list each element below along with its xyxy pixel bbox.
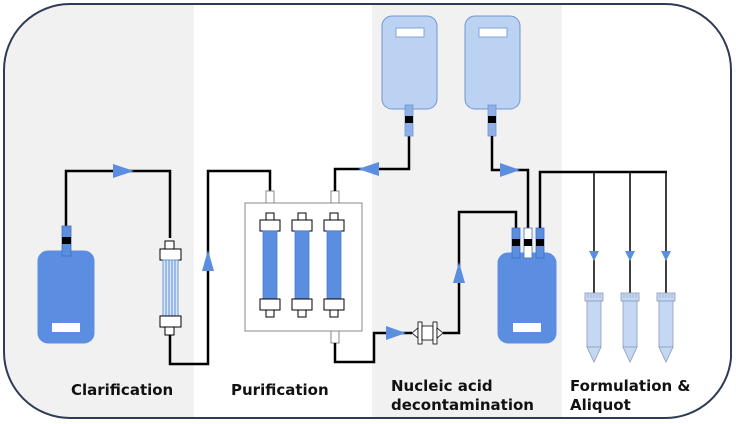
depth-filter-cartridge bbox=[159, 240, 182, 336]
flow-arrow-icon bbox=[625, 251, 635, 261]
flow-arrow-icon bbox=[202, 250, 214, 271]
collection-bag bbox=[497, 227, 557, 344]
flow-arrow-icon bbox=[386, 326, 406, 340]
flow-arrow-icon bbox=[358, 162, 379, 176]
chromatography-column bbox=[323, 212, 345, 318]
frame-border bbox=[3, 3, 732, 420]
aliquot-tube bbox=[584, 172, 604, 363]
aliquot-tube bbox=[620, 172, 640, 363]
tube-tip bbox=[586, 346, 602, 363]
chromatography-column bbox=[291, 212, 313, 318]
flow-arrow-icon bbox=[113, 164, 134, 178]
tube-body bbox=[586, 300, 602, 348]
flow-arrow-icon bbox=[661, 251, 671, 261]
flow-arrow-icon bbox=[500, 163, 520, 177]
tube-tip bbox=[622, 346, 638, 363]
stage-label-purification: Purification bbox=[231, 381, 329, 399]
aliquot-tube bbox=[656, 172, 676, 363]
source-bag bbox=[37, 225, 95, 344]
buffer-bag-1 bbox=[381, 15, 438, 137]
stage-label-nucleic-acid-decontamination: Nucleic acid decontamination bbox=[391, 377, 534, 414]
panel-formulation bbox=[562, 4, 731, 419]
tube-body bbox=[658, 300, 674, 348]
tube-tip bbox=[658, 346, 674, 363]
inline-filter bbox=[411, 321, 444, 345]
tubing-filter-to-collection bbox=[443, 210, 518, 335]
panel-clarification bbox=[4, 4, 194, 419]
tubing-collection-to-manifold bbox=[538, 170, 667, 228]
flow-arrow-icon bbox=[589, 251, 599, 261]
buffer-bag-2 bbox=[464, 15, 521, 137]
chromatography-column bbox=[259, 212, 281, 318]
stage-label-clarification: Clarification bbox=[71, 381, 174, 399]
flow-arrow-icon bbox=[453, 262, 465, 283]
stage-label-formulation-aliquot: Formulation & Aliquot bbox=[570, 377, 691, 414]
tube-body bbox=[622, 300, 638, 348]
